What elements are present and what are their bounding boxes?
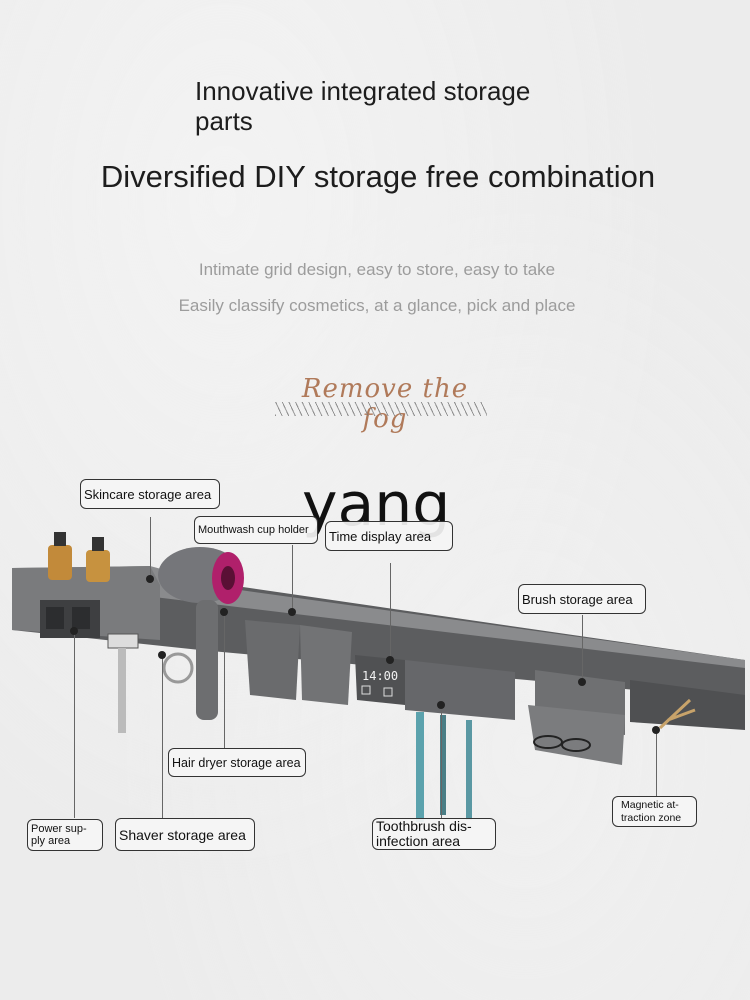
headline-line1: Innovative integrated storage [195,76,531,106]
subtitle-line2: Easily classify cosmetics, at a glance, … [178,296,576,315]
magnetic-leader [656,730,657,796]
label-mouthwash: Mouthwash cup holder [194,516,318,544]
magnetic-dot [652,726,660,734]
shaver-dot [158,651,166,659]
label-shaver: Shaver storage area [115,818,255,851]
label-time-display: Time display area [325,521,453,551]
mouthwash-leader [292,545,293,613]
main-headline: Diversified DIY storage free combination [100,159,656,194]
time-dot [386,656,394,664]
mouthwash-cup-2 [300,625,352,705]
skincare-dot [146,575,154,583]
label-power: Power sup- ply area [27,819,103,851]
label-toothbrush-line1: Toothbrush dis- [376,818,472,834]
hair-dryer-leader [224,612,225,748]
toothbrush-3 [466,720,472,820]
hair-dryer-handle [196,600,218,720]
skincare-bottle-2 [86,550,110,582]
script-hatch-decoration [275,402,487,416]
skincare-bottle-1 [48,545,72,580]
label-brush: Brush storage area [518,584,646,614]
shaver [118,648,126,733]
headline: Innovative integrated storage parts [195,76,575,136]
toothbrush-leader [441,705,442,818]
power-dot [70,627,78,635]
glasses [533,735,563,749]
headline-line2: parts [195,106,253,136]
scissors [658,698,696,730]
toothbrush-2 [440,715,446,815]
label-magnetic-line2: traction zone [621,811,682,824]
brush-tray [528,705,625,765]
mouthwash-dot [288,608,296,616]
label-power-line2: ply area [31,835,71,847]
label-skincare: Skincare storage area [80,479,220,509]
label-magnetic: Magnetic at- traction zone [612,796,697,827]
brush-leader [582,615,583,683]
skincare-leader [150,517,151,579]
script-title: Remove the fog [275,372,487,434]
label-magnetic-line1: Magnetic at- [621,798,679,811]
time-display-value: 14:00 [362,669,398,683]
time-leader [390,563,391,660]
toothbrush-1 [416,712,424,822]
hair-dryer-dot [220,608,228,616]
label-power-line1: Power sup- [31,823,87,835]
mouthwash-cup-1 [245,620,300,700]
magnetic-zone [630,680,745,730]
shaver-hook [162,652,194,684]
label-hair-dryer: Hair dryer storage area [168,748,306,777]
toothbrush-dot [437,701,445,709]
subtitle-line1: Intimate grid design, easy to store, eas… [198,260,556,279]
power-leader [74,631,75,818]
shaver-leader [162,656,163,818]
toothbrush-box [405,660,515,720]
label-toothbrush-line2: infection area [376,833,461,849]
brush-dot [578,678,586,686]
label-toothbrush: Toothbrush dis- infection area [372,818,496,850]
